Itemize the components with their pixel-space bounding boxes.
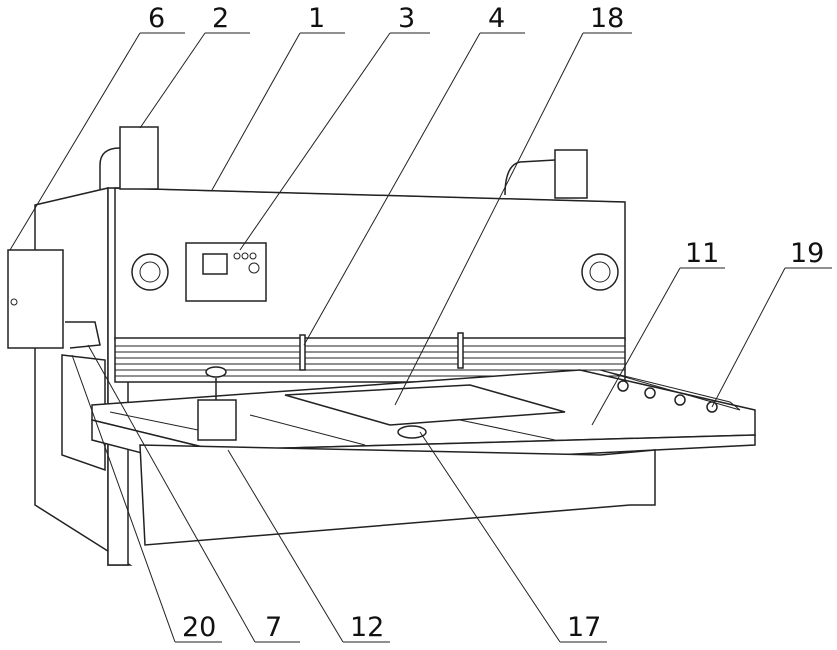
- label-17: 17: [567, 614, 601, 641]
- left-cylinder: [120, 127, 158, 189]
- label-4: 4: [488, 5, 505, 32]
- label-19: 19: [790, 240, 824, 267]
- label-6: 6: [148, 5, 165, 32]
- label-20: 20: [182, 614, 216, 641]
- label-2: 2: [212, 5, 229, 32]
- clamp-block: [198, 400, 236, 440]
- label-1: 1: [308, 5, 325, 32]
- right-cylinder: [555, 150, 587, 198]
- label-3: 3: [398, 5, 415, 32]
- electric-box: [8, 250, 63, 348]
- label-18: 18: [590, 5, 624, 32]
- label-12: 12: [350, 614, 384, 641]
- label-11: 11: [685, 240, 719, 267]
- support-hole: [398, 426, 426, 438]
- label-7: 7: [265, 614, 282, 641]
